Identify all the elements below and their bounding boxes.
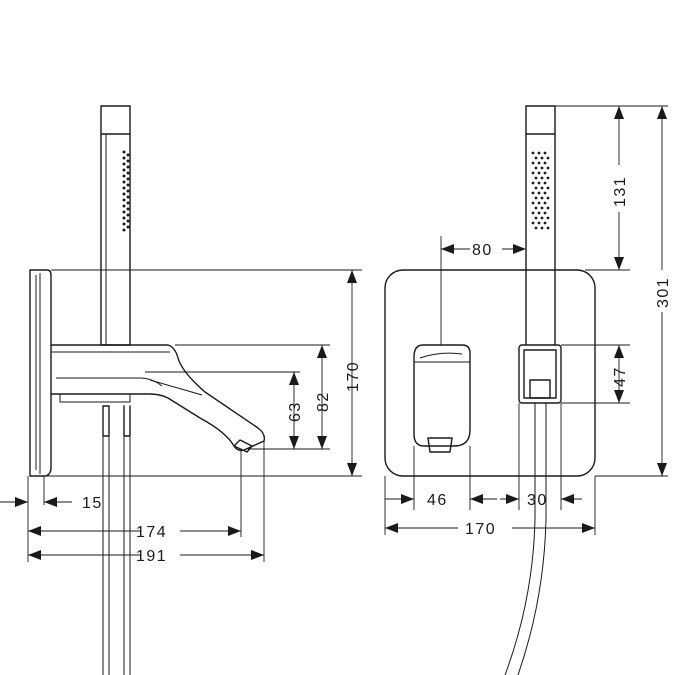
dim-label-47: 47 [612,366,629,387]
dim-label-30: 30 [527,492,548,509]
side-view: 15 174 191 63 82 170 [0,105,362,675]
dim-label-80: 80 [472,242,493,259]
dim-label-46: 46 [427,492,448,509]
dim-label-63: 63 [287,401,304,422]
dim-label-301: 301 [655,277,672,308]
dim-label-170-height: 170 [345,361,362,392]
dim-label-131: 131 [612,176,629,207]
spout-body [50,344,266,452]
dim-label-15: 15 [82,495,103,512]
dim-label-82: 82 [315,391,332,412]
mixer-handle [413,344,471,453]
hose-front [504,403,547,675]
dim-label-170-width: 170 [465,521,496,538]
front-view: 80 131 301 47 46 30 170 [384,105,672,675]
dim-label-191: 191 [136,548,167,565]
wall-plate-front [384,269,596,477]
dim-label-174: 174 [136,524,167,541]
hose-side [102,436,110,675]
hand-shower-front [525,105,556,346]
wall-plate-side [29,269,52,477]
hand-shower-side [100,105,131,346]
shower-holder [518,344,562,404]
